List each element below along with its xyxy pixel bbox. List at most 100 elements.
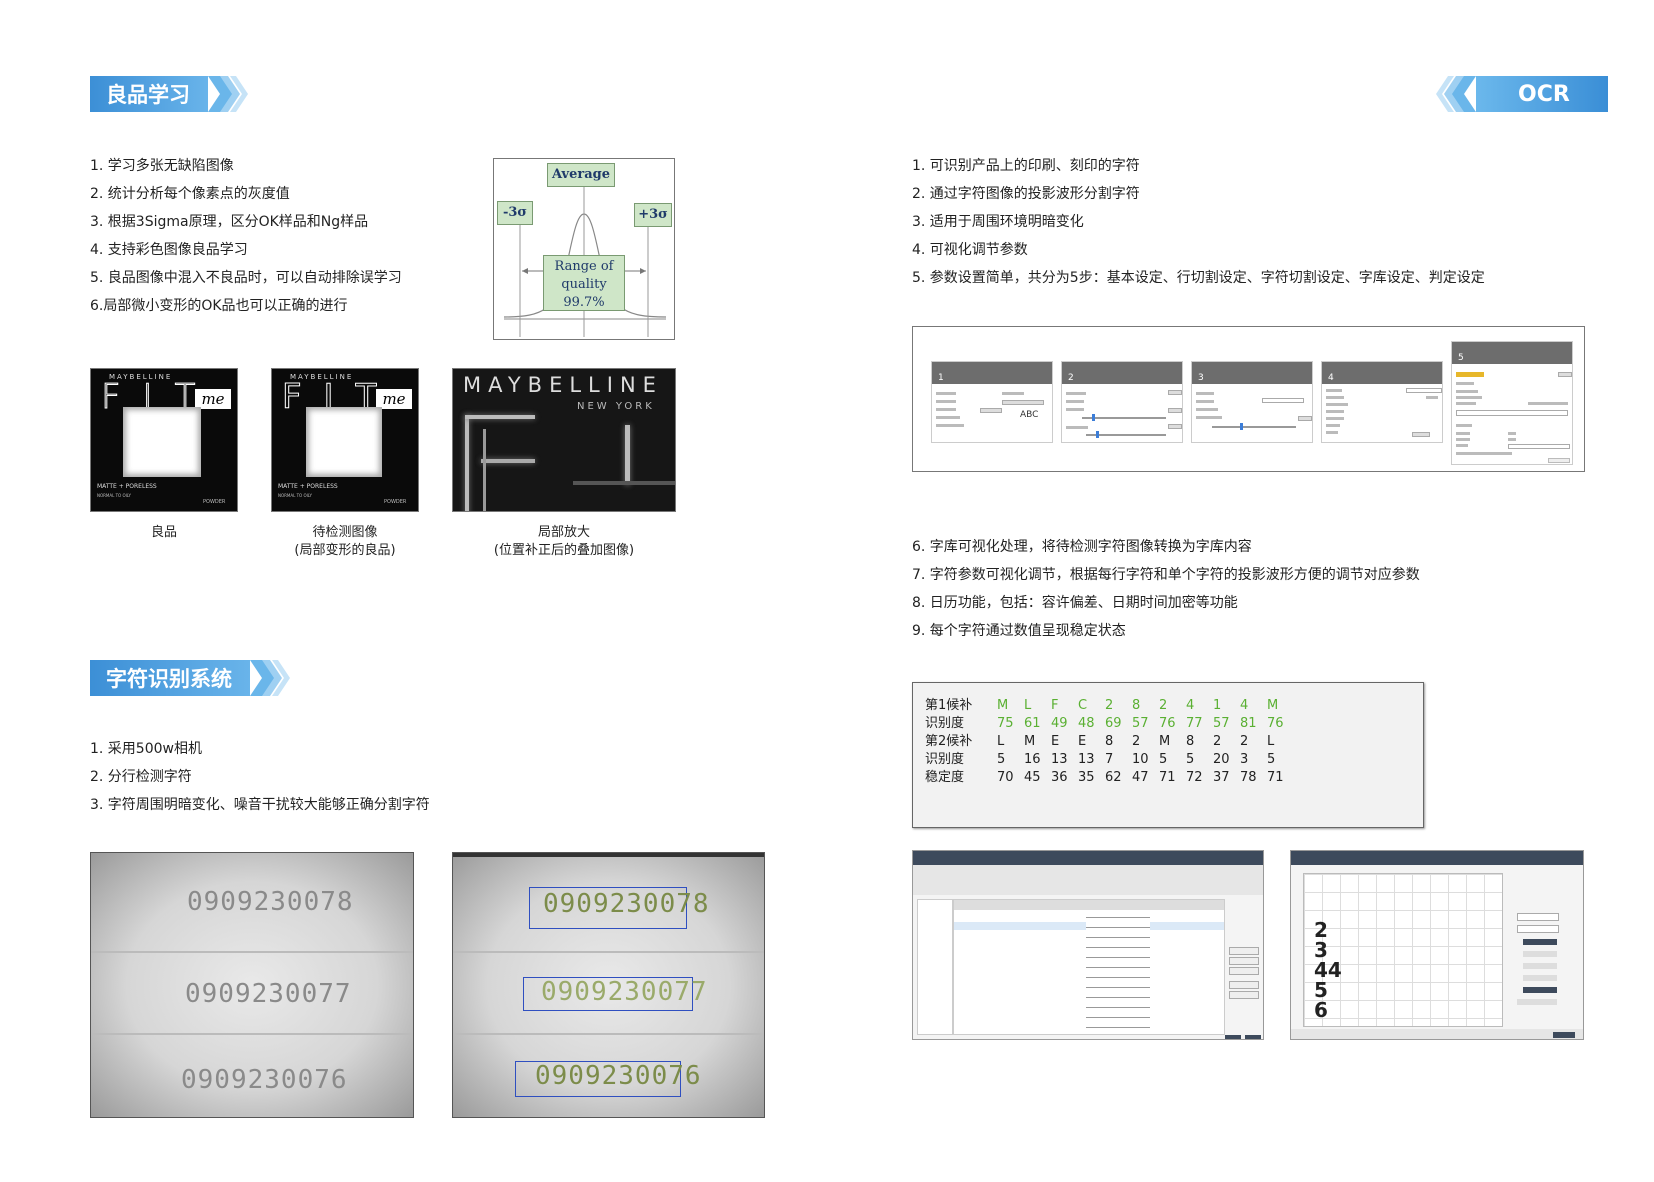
- candidate-cell: M: [1267, 698, 1279, 713]
- glyph-grid-window-screenshot: 2 3 44 5 6: [1290, 850, 1584, 1040]
- glyph-digit: 2: [1314, 918, 1328, 942]
- candidate-cell: L: [1267, 734, 1275, 749]
- range-line-1: Range of: [554, 259, 614, 274]
- detection-box: [515, 1061, 681, 1097]
- candidate-cell: 10: [1132, 752, 1149, 767]
- candidate-cell: 8: [1186, 734, 1195, 749]
- normal-text: NORMAL TO OILY: [278, 493, 312, 498]
- ocr-detected-photo: 0909230078 0909230077 0909230076: [452, 852, 765, 1118]
- candidate-cell: 1: [1213, 698, 1222, 713]
- ocr-title: OCR: [1476, 76, 1608, 112]
- candidate-cell: 7: [1105, 752, 1114, 767]
- window-titlebar: [913, 851, 1263, 865]
- list-item: 1. 采用500w相机: [90, 741, 202, 757]
- list-item: 5. 良品图像中混入不良品时，可以自动排除误学习: [90, 270, 402, 286]
- candidate-cell: 75: [997, 716, 1014, 731]
- dictionary-window-screenshot: [912, 850, 1264, 1040]
- list-item: 2. 通过字符图像的投影波形分割字符: [912, 186, 1140, 202]
- candidate-cell: 81: [1240, 716, 1257, 731]
- ocr-raw-photo: 0909230078 0909230077 0909230076: [90, 852, 414, 1118]
- candidate-cell: 8: [1132, 698, 1141, 713]
- good-learning-banner: 良品学习: [90, 76, 258, 112]
- ocr-line: 0909230077: [541, 977, 708, 1007]
- brand-text-zoom: MAYBELLINE: [463, 373, 663, 397]
- candidate-cell: L: [997, 734, 1005, 749]
- list-item: 2. 分行检测字符: [90, 769, 192, 785]
- matte-text: MATTE + PORELESS: [278, 483, 338, 490]
- ocr-list-1: 1. 可识别产品上的印刷、刻印的字符 2. 通过字符图像的投影波形分割字符 3.…: [912, 152, 1485, 292]
- candidate-cell: L: [1024, 698, 1032, 713]
- ocr-line: 0909230076: [535, 1061, 702, 1091]
- candidate-row-label: 识别度: [925, 752, 965, 767]
- step-panel: 5: [1451, 341, 1573, 465]
- list-item: 2. 统计分析每个像素点的灰度值: [90, 186, 290, 202]
- glyph-grid: 2 3 44 5 6: [1303, 873, 1503, 1027]
- candidate-cell: 20: [1213, 752, 1230, 767]
- candidate-cell: 76: [1267, 716, 1284, 731]
- ocr-line: 0909230077: [185, 979, 352, 1009]
- glyph-digit: 6: [1314, 998, 1328, 1022]
- candidate-cell: 57: [1132, 716, 1149, 731]
- candidate-cell: 2: [1159, 698, 1168, 713]
- candidate-cell: 62: [1105, 770, 1122, 785]
- candidate-row-label: 第1候补: [925, 698, 973, 713]
- minus-sigma-label: -3σ: [497, 201, 533, 225]
- candidate-cell: E: [1051, 734, 1060, 749]
- step-panel: 1 ABC: [931, 361, 1053, 443]
- settings-steps-screenshot: 1 ABC 2 3 4 5: [912, 326, 1585, 472]
- candidate-cell: 69: [1105, 716, 1122, 731]
- candidate-cell: 36: [1051, 770, 1068, 785]
- candidate-cell: 70: [997, 770, 1014, 785]
- candidate-cell: 2: [1105, 698, 1114, 713]
- step-number: 1: [932, 362, 1052, 384]
- list-item: 1. 学习多张无缺陷图像: [90, 158, 234, 174]
- list-item: 3. 字符周围明暗变化、噪音干扰较大能够正确分割字符: [90, 797, 430, 813]
- chevron-arrows-icon: [1436, 76, 1476, 112]
- step-panel: 4: [1321, 361, 1443, 443]
- candidate-cell: 2: [1240, 734, 1249, 749]
- chevron-arrows-icon: [250, 660, 290, 696]
- candidate-cell: 16: [1024, 752, 1041, 767]
- test-image: MAYBELLINE FIT me MATTE + PORELESS NORMA…: [271, 368, 419, 512]
- ocr-banner: OCR: [1426, 76, 1608, 112]
- glyph-digit: 44: [1314, 958, 1342, 982]
- normal-text: NORMAL TO OILY: [97, 493, 131, 498]
- zoomed-image: MAYBELLINE NEW YORK: [452, 368, 676, 512]
- ocr-line: 0909230078: [543, 889, 710, 919]
- candidate-cell: 78: [1240, 770, 1257, 785]
- candidate-cell: M: [1024, 734, 1036, 749]
- candidate-cell: 37: [1213, 770, 1230, 785]
- list-item: 6.局部微小变形的OK品也可以正确的进行: [90, 298, 348, 314]
- image-caption: 良品: [90, 524, 238, 542]
- window-titlebar: [1291, 851, 1583, 865]
- candidate-cell: 76: [1159, 716, 1176, 731]
- sigma-diagram: Average -3σ +3σ Range of quality 99.7%: [493, 158, 675, 340]
- brand-sub-text: NEW YORK: [577, 401, 655, 412]
- ocr-list-2: 6. 字库可视化处理，将待检测字符图像转换为字库内容 7. 字符参数可视化调节，…: [912, 533, 1420, 645]
- candidate-cell: 71: [1267, 770, 1284, 785]
- powder-text: POWDER: [203, 499, 226, 505]
- candidate-cell: 13: [1051, 752, 1068, 767]
- image-caption: 局部放大 (位置补正后的叠加图像): [462, 524, 666, 560]
- range-label: Range of quality 99.7%: [543, 255, 625, 311]
- brand-text: MAYBELLINE: [109, 373, 173, 381]
- candidate-cell: 4: [1240, 698, 1249, 713]
- powder-text: POWDER: [384, 499, 407, 505]
- glyph-digit: 5: [1314, 978, 1328, 1002]
- candidate-cell: E: [1078, 734, 1087, 749]
- ocr-line: 0909230078: [187, 887, 354, 917]
- step-number: 2: [1062, 362, 1182, 384]
- candidate-cell: 13: [1078, 752, 1095, 767]
- candidate-cell: 57: [1213, 716, 1230, 731]
- me-text: me: [376, 389, 412, 409]
- candidate-cell: 5: [1267, 752, 1276, 767]
- list-item: 8. 日历功能，包括：容许偏差、日期时间加密等功能: [912, 595, 1238, 611]
- image-caption: 待检测图像 (局部变形的良品): [262, 524, 428, 560]
- candidate-cell: C: [1078, 698, 1088, 713]
- average-label: Average: [547, 163, 615, 187]
